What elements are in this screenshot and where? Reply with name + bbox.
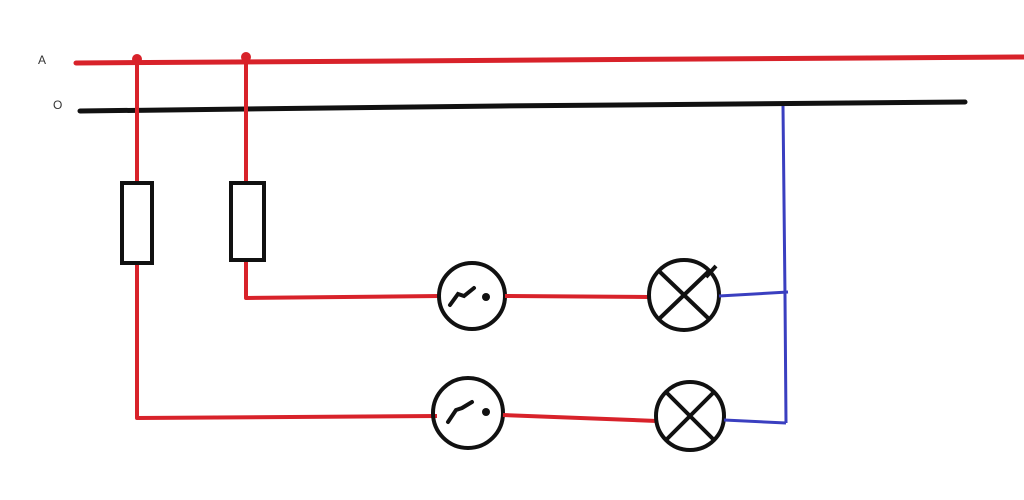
switch-1-to-lamp-1-wire bbox=[504, 294, 649, 299]
branch-2-drop-wire bbox=[135, 59, 438, 420]
fuse-1 bbox=[120, 181, 154, 265]
lamp-2 bbox=[654, 380, 726, 452]
phase-label: A bbox=[38, 53, 46, 67]
phase-line-a bbox=[73, 54, 1024, 66]
neutral-return-riser bbox=[781, 105, 788, 424]
switch-1 bbox=[437, 261, 507, 331]
neutral-line-o bbox=[77, 99, 968, 114]
switch-2 bbox=[431, 376, 505, 450]
lamp-2-return-wire bbox=[723, 418, 787, 425]
neutral-label: O bbox=[53, 98, 62, 112]
lamp-1-return-wire bbox=[718, 290, 789, 298]
branch-1-drop-wire bbox=[244, 57, 441, 300]
lamp-1 bbox=[647, 258, 721, 332]
fuse-2 bbox=[229, 181, 266, 262]
switch-2-to-lamp-2-wire bbox=[502, 413, 658, 423]
